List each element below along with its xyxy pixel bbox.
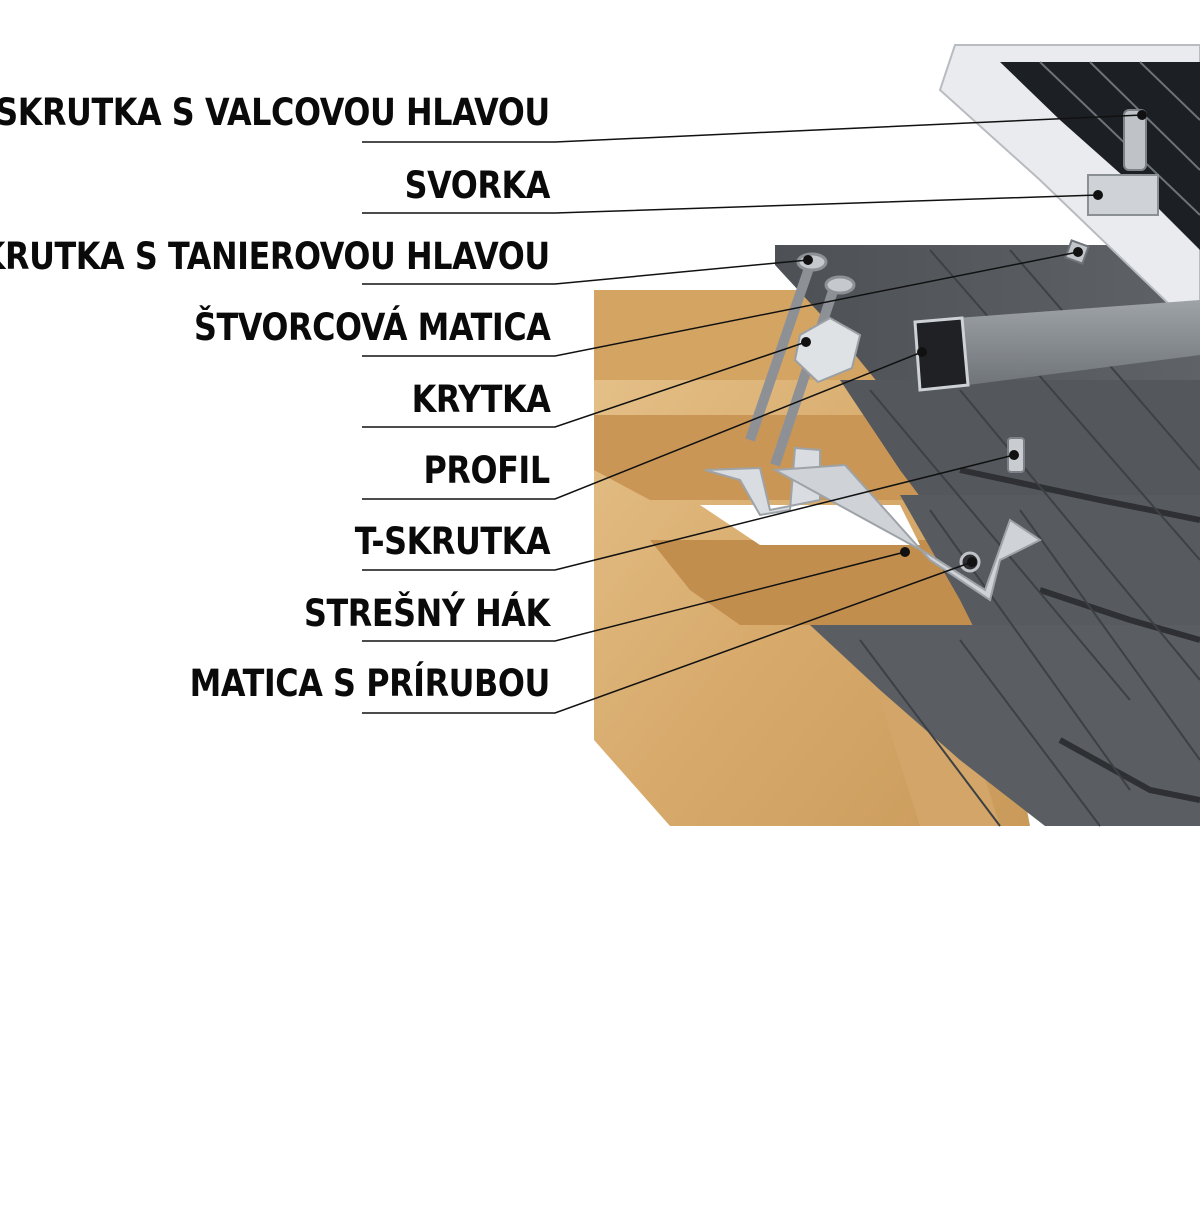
- label-cover-cap: KRYTKA: [411, 378, 550, 421]
- callout-dot: [900, 547, 910, 557]
- callout-dot: [1009, 450, 1019, 460]
- sheet-edge: [1039, 587, 1200, 643]
- label-roof-hook: STREŠNÝ HÁK: [304, 592, 550, 635]
- cylinder-head-bolt: [1123, 109, 1147, 171]
- label-clamp: SVORKA: [404, 164, 551, 207]
- sheet-ribs: [859, 249, 1200, 827]
- label-flange-nut: MATICA S PRÍRUBOU: [189, 662, 551, 705]
- callout-line: [362, 551, 906, 642]
- callout-line: [362, 454, 1015, 571]
- wooden-batten: [594, 415, 950, 500]
- roof-hook: [704, 446, 821, 517]
- callout-dot: [1073, 247, 1083, 257]
- sheet-edge: [959, 467, 1200, 523]
- callout-dot: [1137, 110, 1147, 120]
- callout-lines: [362, 114, 1143, 714]
- callout-line: [362, 561, 973, 714]
- callout-dots: [801, 110, 1147, 567]
- callout-line: [362, 351, 923, 500]
- roof-sheet: [810, 625, 1200, 826]
- mounting-rail: [930, 300, 1200, 388]
- callout-line: [362, 194, 1099, 214]
- callout-dot: [917, 347, 927, 357]
- callout-dot: [967, 557, 977, 567]
- callout-line: [362, 259, 809, 285]
- sheet-edge: [1058, 737, 1200, 803]
- wooden-batten: [650, 540, 1000, 625]
- label-square-nut: ŠTVORCOVÁ MATICA: [193, 306, 551, 349]
- callout-line: [362, 114, 1143, 143]
- label-cylinder-head-screw: SKRUTKA S VALCOVOU HLAVOU: [0, 91, 550, 134]
- callout-line: [362, 341, 807, 428]
- label-t-bolt: T-SKRUTKA: [354, 520, 551, 563]
- label-pan-head-screw: SKRUTKA S TANIEROVOU HLAVOU: [0, 235, 550, 278]
- callout-dot: [803, 255, 813, 265]
- callout-dot: [801, 337, 811, 347]
- callout-dot: [1093, 190, 1103, 200]
- solar-panel-cells: [1000, 62, 1200, 250]
- callout-line: [362, 251, 1079, 357]
- cover-cap: [793, 316, 862, 384]
- rail-end-cap: [913, 316, 970, 392]
- label-profile: PROFIL: [423, 449, 551, 492]
